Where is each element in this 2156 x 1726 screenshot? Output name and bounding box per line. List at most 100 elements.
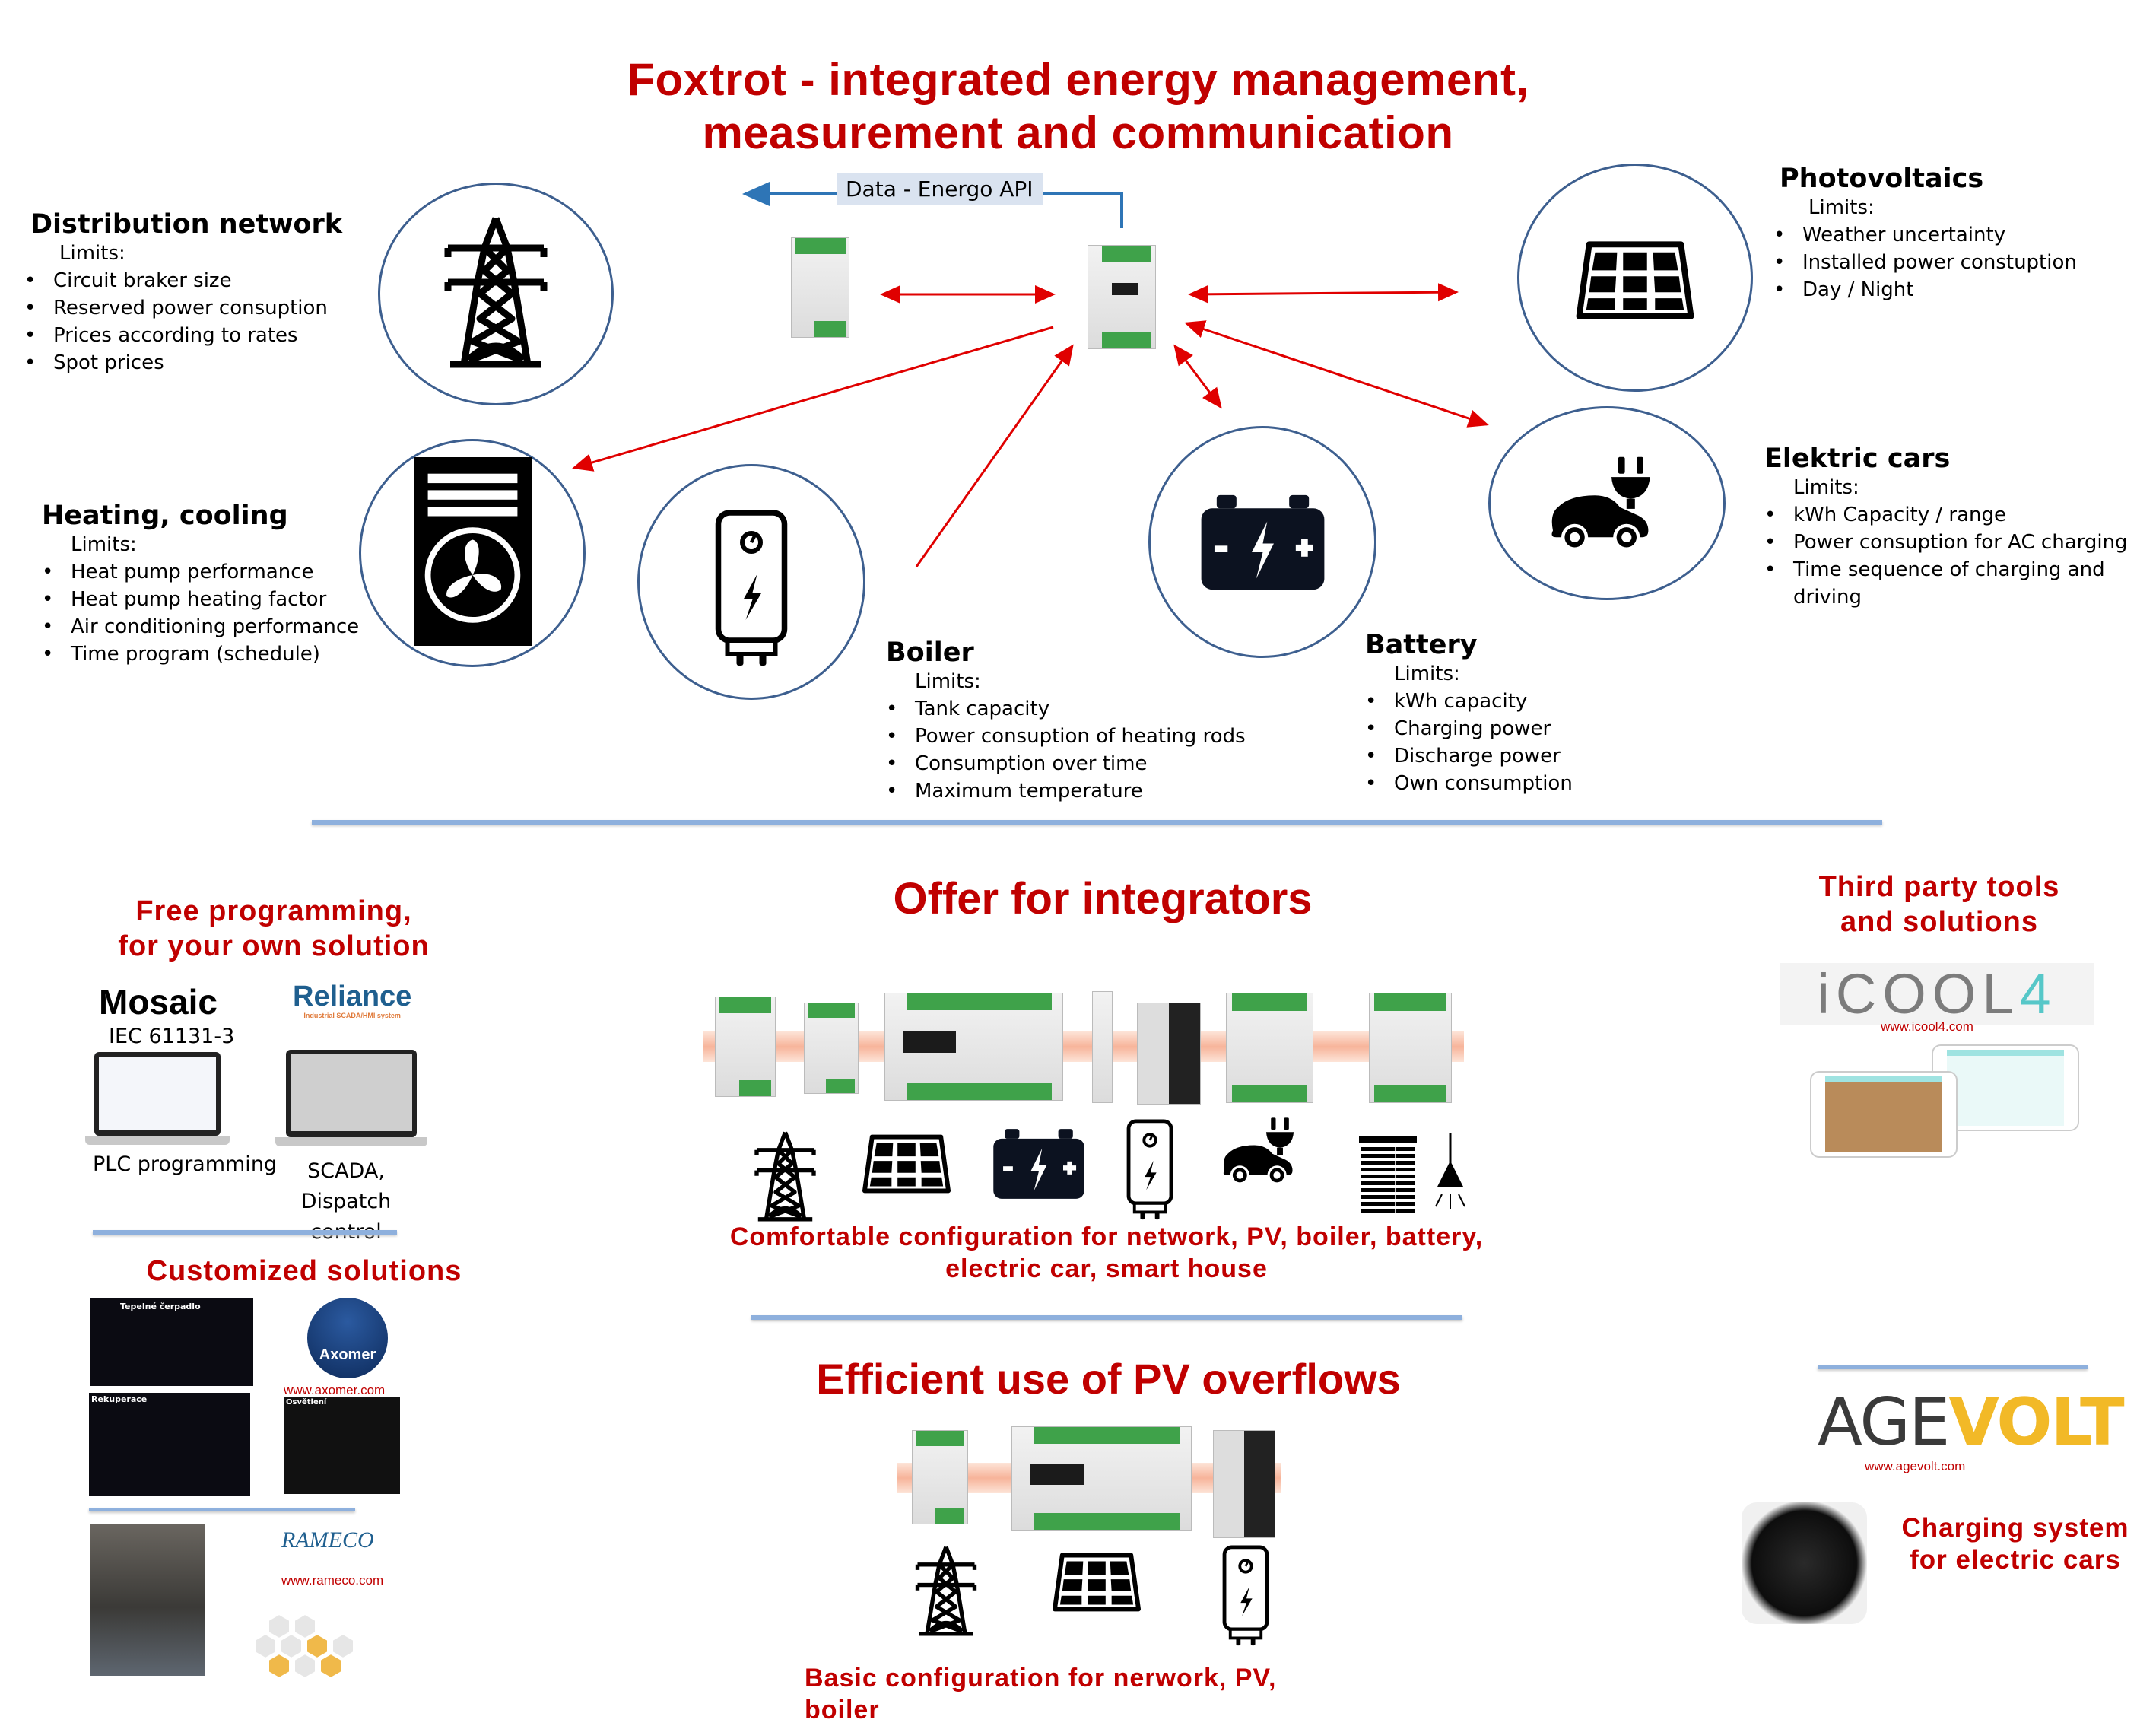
- rameco-logo: RAMECO: [281, 1527, 374, 1553]
- rameco-showroom-photo: [90, 1524, 205, 1676]
- rf-module-device: [715, 997, 776, 1097]
- section-divider: [312, 820, 1882, 825]
- icool4-logo: iCOOL4: [1780, 963, 2094, 1025]
- foxtrot-cp-device: [884, 993, 1063, 1101]
- meter-module-device: [912, 1430, 968, 1524]
- limits-label: Limits:: [71, 533, 137, 556]
- icool-logo-number: 4: [2019, 962, 2057, 1025]
- limit-item: Circuit braker size: [24, 267, 342, 294]
- battery-icon: [990, 1126, 1088, 1202]
- caption-line: Comfortable configuration for network, P…: [729, 1222, 1484, 1251]
- power-pylon-icon: [911, 1544, 981, 1639]
- agevolt-url[interactable]: www.agevolt.com: [1865, 1459, 1966, 1473]
- limits-list: Weather uncertainty Installed power cons…: [1773, 221, 2077, 304]
- caption-line: Basic configuration for nerwork, PV,: [805, 1664, 1277, 1693]
- title-line-2: measurement and communication: [702, 107, 1454, 158]
- connection-arrows: [572, 182, 1489, 567]
- free-programming-title: Free programming, for your own solution: [61, 894, 487, 964]
- io-module-device: [1369, 993, 1452, 1103]
- solid-state-relay-device: [1213, 1430, 1275, 1538]
- energy-meter-device: [791, 237, 849, 338]
- limit-item: Charging power: [1365, 715, 1573, 742]
- limits-label: Limits:: [915, 670, 981, 693]
- caption-line: Charging system: [1901, 1513, 2129, 1543]
- battery-circle: [1148, 426, 1376, 658]
- battery-icon: [1196, 493, 1329, 592]
- solar-panel-icon: [1052, 1552, 1142, 1613]
- limits-list: kWh Capacity / range Power consuption fo…: [1764, 501, 2145, 611]
- api-label: Data - Energo API: [837, 173, 1043, 205]
- screen-heat-pump: Tepelné čerpadlo: [90, 1298, 253, 1386]
- section-divider: [89, 1508, 355, 1511]
- agevolt-logo-left: AGE: [1818, 1384, 1950, 1461]
- charging-station-image: [1742, 1502, 1867, 1624]
- limits-label: Limits:: [1793, 476, 1859, 499]
- meter-module-device: [804, 1003, 859, 1094]
- section-divider: [93, 1230, 397, 1235]
- ev-module-device: [1226, 993, 1313, 1103]
- caption-line: boiler: [805, 1696, 880, 1724]
- integrators-title: Offer for integrators: [893, 874, 1313, 923]
- electric-car-icon: [1545, 454, 1670, 557]
- pv-overflows-title: Efficient use of PV overflows: [816, 1355, 1401, 1403]
- limit-item: Weather uncertainty: [1773, 221, 2077, 249]
- icool-logo-text: iCOOL: [1817, 962, 2020, 1025]
- agevolt-logo-right: VOLT: [1948, 1384, 2124, 1461]
- node-distribution-text: Distribution network Limits: Circuit bra…: [24, 209, 342, 377]
- electric-car-icon: [1218, 1114, 1308, 1190]
- screen-recuperation: Rekuperace: [89, 1393, 250, 1496]
- icool4-url[interactable]: www.icool4.com: [1881, 1019, 1973, 1034]
- axomer-logo: Axomer: [307, 1298, 388, 1378]
- arrow-ecars: [1184, 320, 1489, 428]
- node-title: Photovoltaics: [1780, 164, 1984, 194]
- mosaic-laptop-image: [85, 1052, 230, 1149]
- pv-overflows-caption: Basic configuration for nerwork, PV, boi…: [805, 1662, 1276, 1726]
- limits-list: Tank capacity Power consuption of heatin…: [886, 695, 1246, 805]
- limit-item: Prices according to rates: [24, 322, 342, 349]
- node-title: Boiler: [886, 637, 974, 668]
- axomer-url[interactable]: www.axomer.com: [284, 1383, 386, 1397]
- mosaic-standard: IEC 61131-3: [109, 1025, 235, 1048]
- limit-item: Tank capacity: [886, 695, 1246, 723]
- limit-item: Own consumption: [1365, 770, 1573, 797]
- limits-list: Circuit braker size Reserved power consu…: [24, 267, 342, 377]
- mosaic-caption: PLC programming: [93, 1152, 278, 1176]
- foxtrot-controller-device: [1088, 245, 1156, 349]
- caption-line: electric car, smart house: [945, 1254, 1268, 1283]
- arrow-heating: [572, 326, 1054, 472]
- node-title: Battery: [1365, 630, 1478, 660]
- limit-item: Time sequence of charging and driving: [1764, 556, 2145, 611]
- screen-lighting: Osvětlení: [284, 1397, 400, 1494]
- limit-item: Spot prices: [24, 349, 342, 377]
- limits-list: Heat pump performance Heat pump heating …: [42, 558, 359, 668]
- title-line: and solutions: [1840, 906, 2038, 938]
- limit-item: Power consuption for AC charging: [1764, 529, 2145, 556]
- water-heater-icon: [1124, 1118, 1176, 1221]
- title-line: for your own solution: [118, 930, 430, 962]
- heat-pump-icon: [414, 456, 532, 647]
- limits-list: kWh capacity Charging power Discharge po…: [1365, 688, 1573, 797]
- limit-item: Heat pump heating factor: [42, 586, 359, 613]
- rameco-url[interactable]: www.rameco.com: [281, 1573, 384, 1588]
- blinds-icon: [1357, 1135, 1418, 1219]
- title-line: Third party tools: [1818, 871, 2060, 903]
- caption-line: Dispatch control: [300, 1190, 392, 1244]
- node-ecars-text: Elektric cars Limits: kWh Capacity / ran…: [1764, 443, 2145, 611]
- limit-item: Discharge power: [1365, 742, 1573, 770]
- limit-item: Consumption over time: [886, 750, 1246, 777]
- api-line: [1042, 192, 1123, 228]
- reliance-tagline: Industrial SCADA/HMI system: [303, 1012, 401, 1019]
- page-title: Foxtrot - integrated energy management, …: [0, 53, 2156, 160]
- distribution-circle: [378, 183, 614, 405]
- antenna-module-device: [1092, 991, 1113, 1103]
- caption-line: for electric cars: [1910, 1545, 2121, 1575]
- limits-label: Limits:: [59, 242, 125, 265]
- arrow-boiler: [915, 344, 1074, 567]
- limit-item: Air conditioning performance: [42, 613, 359, 640]
- title-line: Free programming,: [135, 895, 412, 927]
- node-title: Elektric cars: [1764, 443, 1951, 474]
- lamp-icon: [1431, 1133, 1469, 1217]
- power-pylon-icon: [439, 214, 553, 373]
- limit-item: kWh Capacity / range: [1764, 501, 2145, 529]
- customized-title: Customized solutions: [146, 1255, 462, 1287]
